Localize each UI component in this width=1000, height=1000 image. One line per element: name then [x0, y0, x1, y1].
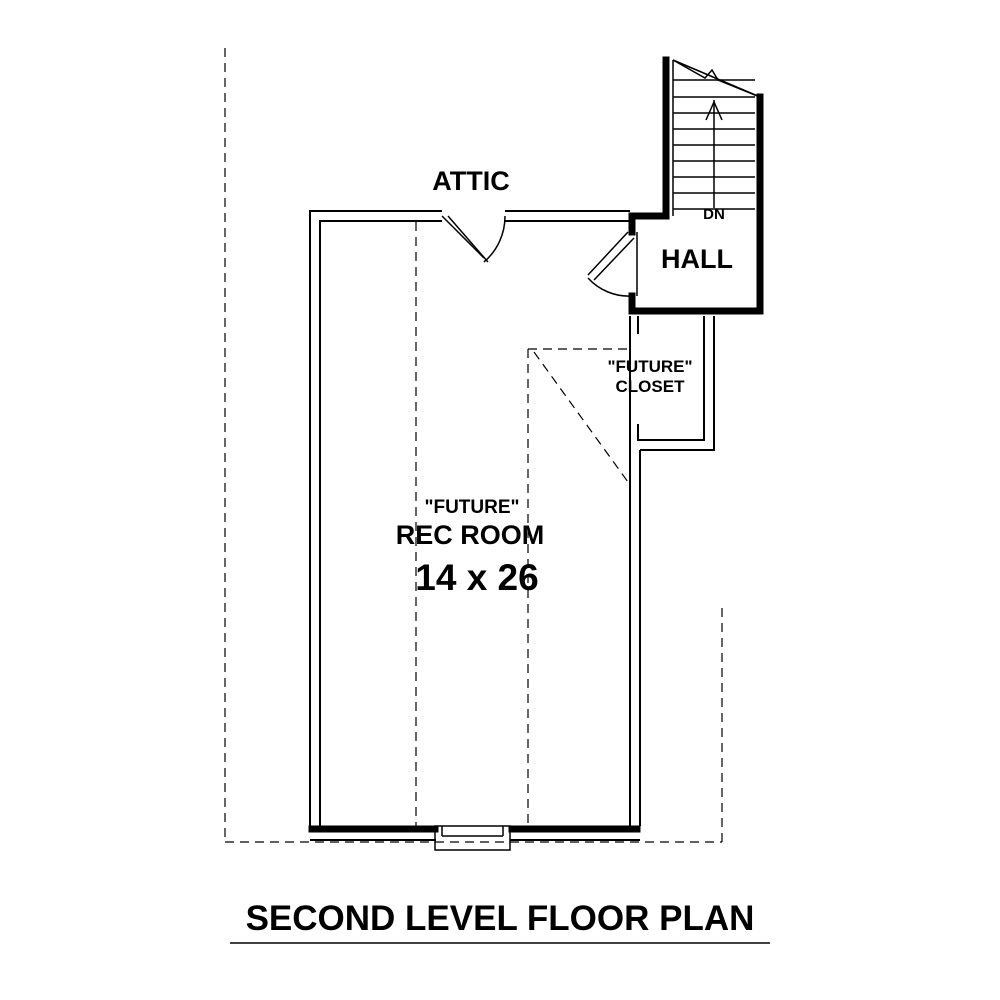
- staircase: [672, 59, 761, 216]
- future-closet-outline: [528, 348, 630, 483]
- closet-walls: [629, 316, 715, 451]
- hall-walls: [628, 56, 764, 315]
- attic-label: ATTIC: [432, 166, 509, 196]
- plan-title: SECOND LEVEL FLOOR PLAN: [246, 899, 755, 938]
- closet-label: CLOSET: [616, 377, 686, 396]
- roof-outline: [224, 48, 723, 843]
- rec-room-label: REC ROOM: [396, 520, 545, 550]
- attic-door: [441, 215, 506, 263]
- closet-note-label: "FUTURE": [607, 357, 692, 376]
- hall-door: [587, 231, 638, 297]
- hall-label: HALL: [661, 244, 733, 274]
- window: [434, 825, 511, 851]
- stair-direction-label: DN: [703, 206, 725, 223]
- knee-wall-lines: [415, 222, 529, 826]
- rec-note-label: "FUTURE": [424, 497, 519, 518]
- rec-room-walls: [309, 210, 641, 841]
- rec-room-size: 14 x 26: [415, 557, 538, 598]
